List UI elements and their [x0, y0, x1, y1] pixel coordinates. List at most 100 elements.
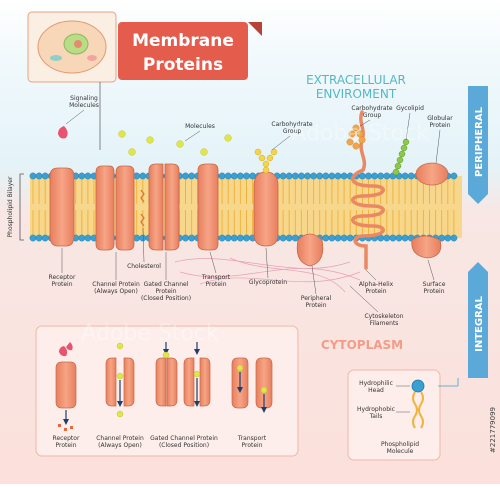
title-block: Membrane Proteins — [27, 11, 262, 150]
svg-text:Adobe Stock: Adobe Stock — [291, 121, 429, 146]
inset-label-transport-2: Protein — [241, 442, 262, 449]
bilayer-bracket: Phospholipid Bilayer — [7, 173, 24, 241]
floating-molecules — [58, 126, 232, 156]
lipid-head — [279, 172, 287, 180]
lipid-head — [279, 234, 287, 242]
lipid-head — [444, 234, 452, 242]
label-peripheral-2: Protein — [305, 302, 326, 309]
lipid-head — [84, 172, 92, 180]
lipid-head — [316, 172, 324, 180]
inset-receptor-protein — [55, 361, 77, 409]
inset-transport-protein-2 — [255, 357, 273, 409]
lipid-head — [450, 172, 458, 180]
inset-signal-square — [58, 424, 61, 427]
label-carb-right-1: Carbohydrate — [351, 105, 392, 112]
channel-protein-half — [115, 165, 135, 251]
legend-tail — [412, 391, 418, 429]
svg-text:Adobe Stock: Adobe Stock — [81, 321, 219, 346]
lipid-head — [358, 172, 366, 180]
lipid-head — [230, 172, 238, 180]
label-transport-2: Protein — [205, 281, 226, 288]
lipid-head — [35, 234, 43, 242]
molecule — [224, 134, 232, 142]
lipid-head — [29, 234, 37, 242]
label-alpha-2: Protein — [365, 288, 386, 295]
label-carb-left-1: Carbohydrate — [271, 121, 312, 128]
lipid-head — [182, 172, 189, 180]
label-gated-1: Gated Channel — [144, 281, 189, 288]
lipid-head — [236, 172, 244, 180]
glycolipid — [392, 138, 410, 176]
lipid-head — [334, 172, 342, 180]
lipid-head — [346, 234, 354, 242]
legend-tails-1: Hydrophobic — [357, 406, 395, 413]
peripheral-label: PERIPHERAL — [474, 106, 485, 177]
lipid-head — [218, 172, 226, 180]
label-cyto-1: Cytoskeleton — [364, 313, 403, 320]
inset-label-gated-2: (Closed Position) — [159, 442, 209, 449]
label-peripheral-1: Peripheral — [301, 295, 332, 302]
phospholipid-legend: Hydrophilic Head Hydrophobic Tails Phosp… — [347, 369, 459, 461]
inset-molecule — [236, 364, 244, 372]
title-line-2: Proteins — [143, 55, 223, 75]
molecule — [146, 136, 154, 144]
lipid-head — [35, 172, 43, 180]
lipid-head — [377, 172, 385, 180]
bottom-labels: Receptor Protein Channel Protein (Always… — [49, 263, 446, 327]
inset-label-receptor-2: Protein — [55, 442, 76, 449]
top-leader-lines — [65, 109, 441, 164]
inset-signal-square — [70, 426, 73, 429]
signaling-molecule — [58, 126, 68, 139]
label-gated-3: (Closed Position) — [141, 295, 191, 302]
lipid-head — [41, 234, 49, 242]
lipid-head — [340, 234, 348, 242]
gated-channel-protein-half — [164, 163, 180, 251]
extracellular-heading-2: ENVIROMENT — [316, 87, 397, 101]
lipid-head — [249, 172, 257, 180]
lipid-head — [322, 234, 330, 242]
channel-protein — [95, 165, 115, 251]
lipid-head — [243, 234, 250, 242]
legend-tails-2: Tails — [369, 413, 383, 420]
title-banner-fold — [248, 22, 262, 36]
inset-molecule — [260, 386, 268, 394]
label-globular-2: Protein — [429, 122, 450, 129]
lipid-head — [182, 234, 189, 242]
lipid-head — [322, 172, 330, 180]
lipid-head — [218, 234, 226, 242]
inset-label-gated-1: Gated Channel Protein — [150, 435, 218, 442]
molecule — [176, 140, 184, 148]
inset-signaling-molecule — [59, 346, 68, 357]
label-carb-left-2: Group — [283, 128, 301, 135]
bilayer-label: Phospholipid Bilayer — [7, 176, 14, 237]
inset-molecule — [162, 351, 170, 359]
lipid-head — [139, 234, 147, 242]
carbohydrate-group-left — [254, 148, 278, 174]
lipid-head — [365, 172, 372, 180]
carbohydrate-group-right — [346, 124, 366, 150]
label-gated-2: Protein — [155, 288, 176, 295]
lipid-head — [41, 172, 49, 180]
lipid-head — [133, 234, 141, 242]
inset-signaling-molecule — [66, 342, 73, 351]
lipid-head — [236, 234, 244, 242]
inset-channel-protein — [105, 357, 117, 407]
inset-gated-closed — [155, 357, 167, 407]
lipid-head — [243, 172, 250, 180]
inset-molecule — [116, 372, 124, 380]
integral-bar: INTEGRAL — [468, 262, 488, 378]
membrane-proteins — [49, 110, 449, 270]
phospholipid-bilayer — [29, 172, 462, 242]
title-banner — [118, 22, 248, 80]
lipid-head — [328, 234, 336, 242]
lipid-head — [291, 234, 299, 242]
label-cyto-2: Filaments — [370, 320, 399, 327]
bottom-leader-lines — [61, 227, 435, 313]
label-receptor-1: Receptor — [49, 274, 76, 281]
label-channel-2: (Always Open) — [94, 288, 138, 295]
label-glycoprotein: Glycoprotein — [249, 279, 287, 286]
inset-molecule — [116, 410, 124, 418]
label-signaling-1: Signaling — [70, 95, 98, 102]
